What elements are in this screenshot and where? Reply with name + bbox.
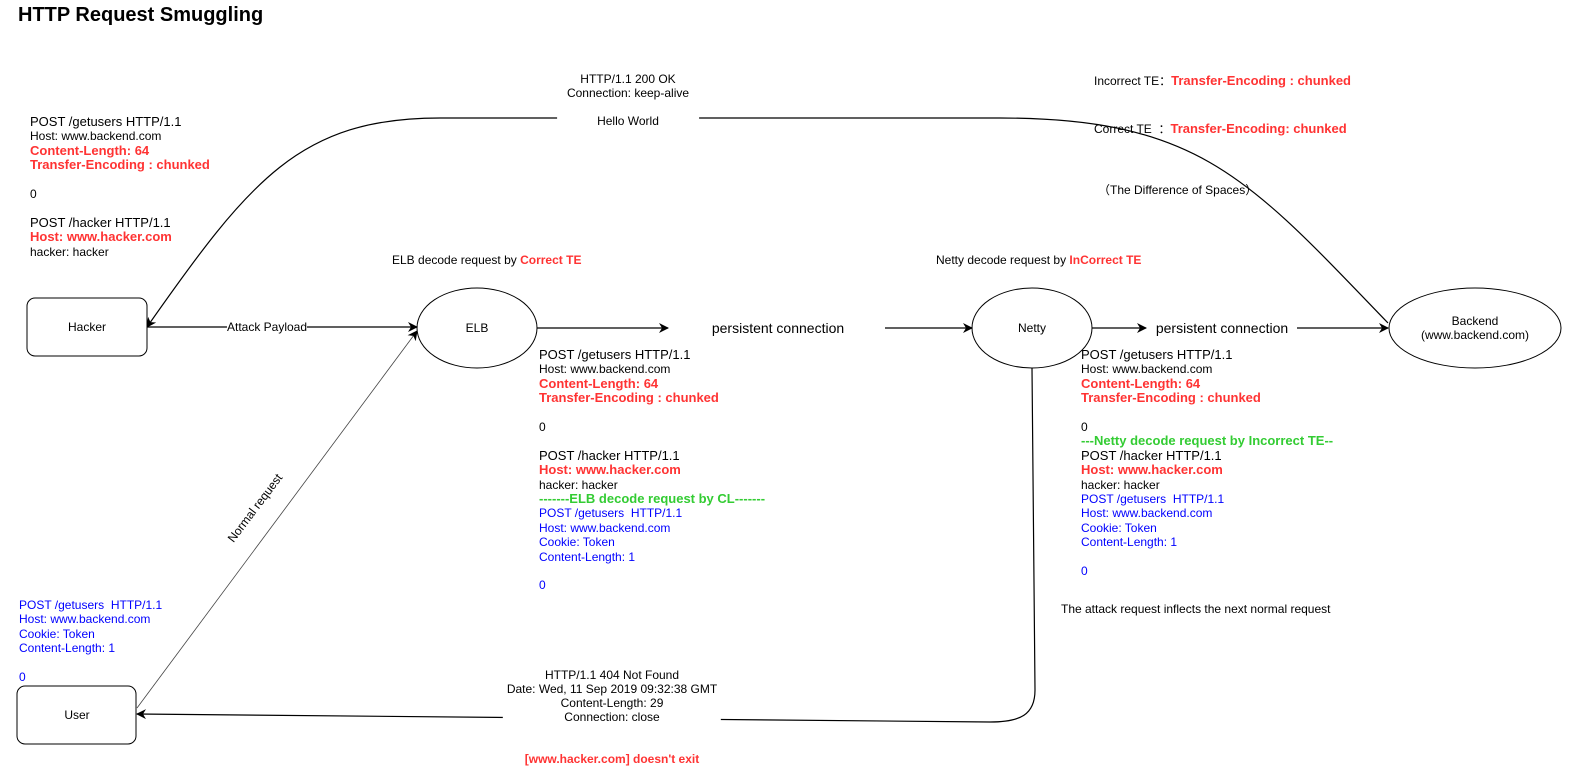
incorrect-te-label: Incorrect TE： xyxy=(1094,74,1172,88)
request-line: Host: www.backend.com xyxy=(539,520,671,535)
request-line: Host: www.hacker.com xyxy=(30,229,172,245)
netty-caption: Netty decode request by InCorrect TE xyxy=(936,253,1141,267)
request-line xyxy=(30,173,210,187)
request-line: POST /getusers HTTP/1.1 xyxy=(30,114,182,129)
request-line: Host: www.hacker.com xyxy=(1081,462,1223,478)
elb-label: ELB xyxy=(465,321,489,335)
request-line: Cookie: Token xyxy=(19,626,95,641)
caption-text: ELB decode request by xyxy=(392,253,521,267)
caption-highlight: Correct TE xyxy=(520,253,582,267)
not-exist-label: [www.hacker.com] doesn't exit xyxy=(524,752,700,766)
request-line xyxy=(539,406,765,420)
edge-backend-hacker xyxy=(146,117,1389,328)
backend-name: Backend xyxy=(1451,314,1499,328)
te-note: （The Difference of Spaces） xyxy=(1098,183,1258,197)
hacker-label: Hacker xyxy=(67,320,107,334)
request-line: Content-Length: 64 xyxy=(539,375,659,391)
request-line: POST /getusers HTTP/1.1 xyxy=(1081,492,1225,507)
request-line: Content-Length: 1 xyxy=(539,549,636,564)
request-line: POST /getusers HTTP/1.1 xyxy=(539,506,683,521)
request-line: POST /getusers HTTP/1.1 xyxy=(1081,347,1233,362)
caption-text: Netty decode request by xyxy=(936,253,1070,267)
backend-node[interactable] xyxy=(1388,287,1562,369)
request-line: POST /hacker HTTP/1.1 xyxy=(539,447,680,463)
response-connection: Connection: keep-alive xyxy=(566,86,690,100)
request-line: Transfer-Encoding : chunked xyxy=(1081,390,1261,406)
response-status: HTTP/1.1 200 OK xyxy=(580,72,676,86)
inflects-caption: The attack request inflects the next nor… xyxy=(1061,602,1331,616)
request-line: Content-Length: 64 xyxy=(30,142,150,158)
incorrect-te-value: Transfer-Encoding : chunked xyxy=(1171,73,1351,88)
request-line: Cookie: Token xyxy=(1081,520,1157,535)
response-connection: Connection: close xyxy=(564,710,660,724)
edge-user-elb xyxy=(136,330,418,709)
request-line xyxy=(539,564,765,578)
response-status: HTTP/1.1 404 Not Found xyxy=(544,668,680,682)
correct-te-label: Correct TE ： xyxy=(1094,122,1171,136)
persistent-connection-label: persistent connection xyxy=(1155,320,1289,336)
request-line: Transfer-Encoding : chunked xyxy=(30,157,210,173)
request-line: Host: www.backend.com xyxy=(1081,506,1213,521)
elb-caption: ELB decode request by Correct TE xyxy=(392,253,581,267)
request-line: 0 xyxy=(1081,564,1088,579)
request-line xyxy=(30,201,210,215)
backend-domain: (www.backend.com) xyxy=(1420,328,1530,342)
netty-label: Netty xyxy=(1017,321,1047,335)
request-line: 0 xyxy=(1081,420,1088,435)
response-ok: HTTP/1.1 200 OK Connection: keep-alive xyxy=(567,72,689,100)
request-line: Content-Length: 1 xyxy=(1081,535,1178,550)
request-line: ---Netty decode request by Incorrect TE-… xyxy=(1081,433,1334,449)
request-line: Host: www.backend.com xyxy=(30,129,162,144)
request-line: POST /getusers HTTP/1.1 xyxy=(539,347,691,362)
caption-highlight: InCorrect TE xyxy=(1069,253,1142,267)
request-line: 0 xyxy=(539,578,546,593)
request-line: -------ELB decode request by CL------- xyxy=(539,491,766,507)
backend-label: Backend (www.backend.com) xyxy=(1421,314,1529,342)
request-line: Host: www.backend.com xyxy=(19,612,151,627)
request-line: Content-Length: 1 xyxy=(19,641,116,656)
request-line: Host: www.hacker.com xyxy=(539,462,681,478)
request-line: Transfer-Encoding : chunked xyxy=(539,390,719,406)
response-content-length: Content-Length: 29 xyxy=(560,696,664,710)
request-line: Host: www.backend.com xyxy=(1081,362,1213,377)
page-title: HTTP Request Smuggling xyxy=(18,4,264,26)
request-line: 0 xyxy=(539,420,546,435)
correct-te-value: Transfer-Encoding: chunked xyxy=(1170,121,1347,136)
request-line: 0 xyxy=(30,187,37,202)
request-line: hacker: hacker xyxy=(539,477,618,492)
te-legend: Incorrect TE：Transfer-Encoding : chunked… xyxy=(1094,41,1351,214)
user-label: User xyxy=(64,708,90,722)
request-line: Content-Length: 64 xyxy=(1081,375,1201,391)
request-line: POST /hacker HTTP/1.1 xyxy=(30,214,171,230)
request-line xyxy=(1081,406,1333,420)
request-line: hacker: hacker xyxy=(1081,477,1160,492)
request-line: POST /getusers HTTP/1.1 xyxy=(19,598,163,612)
attack-payload-label: Attack Payload xyxy=(226,320,308,334)
persistent-connection-label: persistent connection xyxy=(711,320,845,336)
user-node[interactable] xyxy=(16,685,137,745)
request-line: hacker: hacker xyxy=(30,244,109,259)
request-line: Cookie: Token xyxy=(539,535,615,550)
hello-world-label: Hello World xyxy=(557,114,699,128)
response-404: HTTP/1.1 404 Not Found Date: Wed, 11 Sep… xyxy=(502,668,722,724)
request-line xyxy=(1081,550,1333,564)
response-date: Date: Wed, 11 Sep 2019 09:32:38 GMT xyxy=(506,682,718,696)
request-line xyxy=(539,434,765,448)
request-line: 0 xyxy=(19,670,26,685)
edge-netty-user xyxy=(136,367,1036,723)
request-line: Host: www.backend.com xyxy=(539,362,671,377)
request-line: POST /hacker HTTP/1.1 xyxy=(1081,447,1222,463)
request-line xyxy=(19,656,162,670)
